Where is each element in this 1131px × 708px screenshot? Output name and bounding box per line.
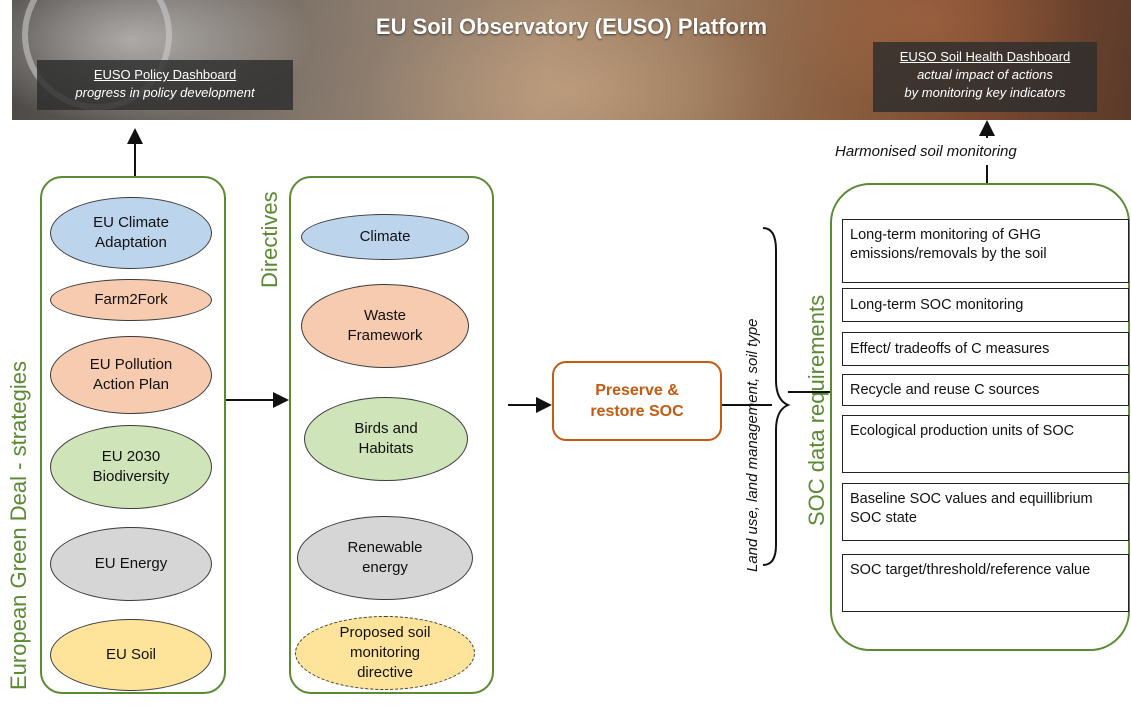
requirement-recycle-reuse: Recycle and reuse C sources <box>842 374 1129 406</box>
strategy-energy[interactable]: EU Energy <box>50 527 212 601</box>
strategies-label: European Green Deal - strategies <box>6 361 31 690</box>
strategy-soil-text: EU Soil <box>105 646 157 663</box>
policy-dashboard-link[interactable]: EUSO Policy Dashboard <box>93 67 237 82</box>
requirement-production-units: Ecological production units of SOC <box>842 415 1129 473</box>
banner-title: EU Soil Observatory (EUSO) Platform <box>375 14 768 39</box>
policy-dashboard-subtitle: progress in policy development <box>75 85 255 100</box>
curly-brace <box>762 227 791 566</box>
requirement-ghg-monitoring: Long-term monitoring of GHG emissions/re… <box>842 219 1129 283</box>
strategy-farm2fork[interactable]: Farm2Fork <box>50 279 212 321</box>
preserve-restore-soc-box[interactable]: Preserve &restore SOC <box>552 361 722 441</box>
harmonised-monitoring-label: Harmonised soil monitoring <box>835 143 1017 160</box>
strategy-farm2fork-text: Farm2Fork <box>94 291 168 308</box>
strategy-energy-text: EU Energy <box>94 555 168 572</box>
requirement-target-threshold: SOC target/threshold/reference value <box>842 554 1129 612</box>
preserve-restore-soc-text: Preserve &restore SOC <box>590 382 684 420</box>
directive-climate[interactable]: Climate <box>301 214 469 260</box>
requirement-baseline-values: Baseline SOC values and equillibrium SOC… <box>842 483 1129 541</box>
strategy-soil[interactable]: EU Soil <box>50 619 212 691</box>
requirement-soc-monitoring: Long-term SOC monitoring <box>842 288 1129 322</box>
brace-label: Land use, land management, soil type <box>744 318 761 573</box>
requirement-tradeoffs: Effect/ tradeoffs of C measures <box>842 332 1129 366</box>
directives-label: Directives <box>257 191 282 288</box>
soil-health-dashboard-subtitle-1: actual impact of actions <box>917 67 1053 82</box>
policy-dashboard-box[interactable]: EUSO Policy Dashboard progress in policy… <box>37 60 293 110</box>
soil-health-dashboard-link[interactable]: EUSO Soil Health Dashboard <box>899 49 1071 64</box>
soil-health-dashboard-subtitle-2: by monitoring key indicators <box>904 85 1066 100</box>
soil-health-dashboard-box[interactable]: EUSO Soil Health Dashboard actual impact… <box>873 42 1097 112</box>
soc-requirements-label: SOC data requirements <box>804 294 829 526</box>
directive-climate-text: Climate <box>359 228 411 245</box>
